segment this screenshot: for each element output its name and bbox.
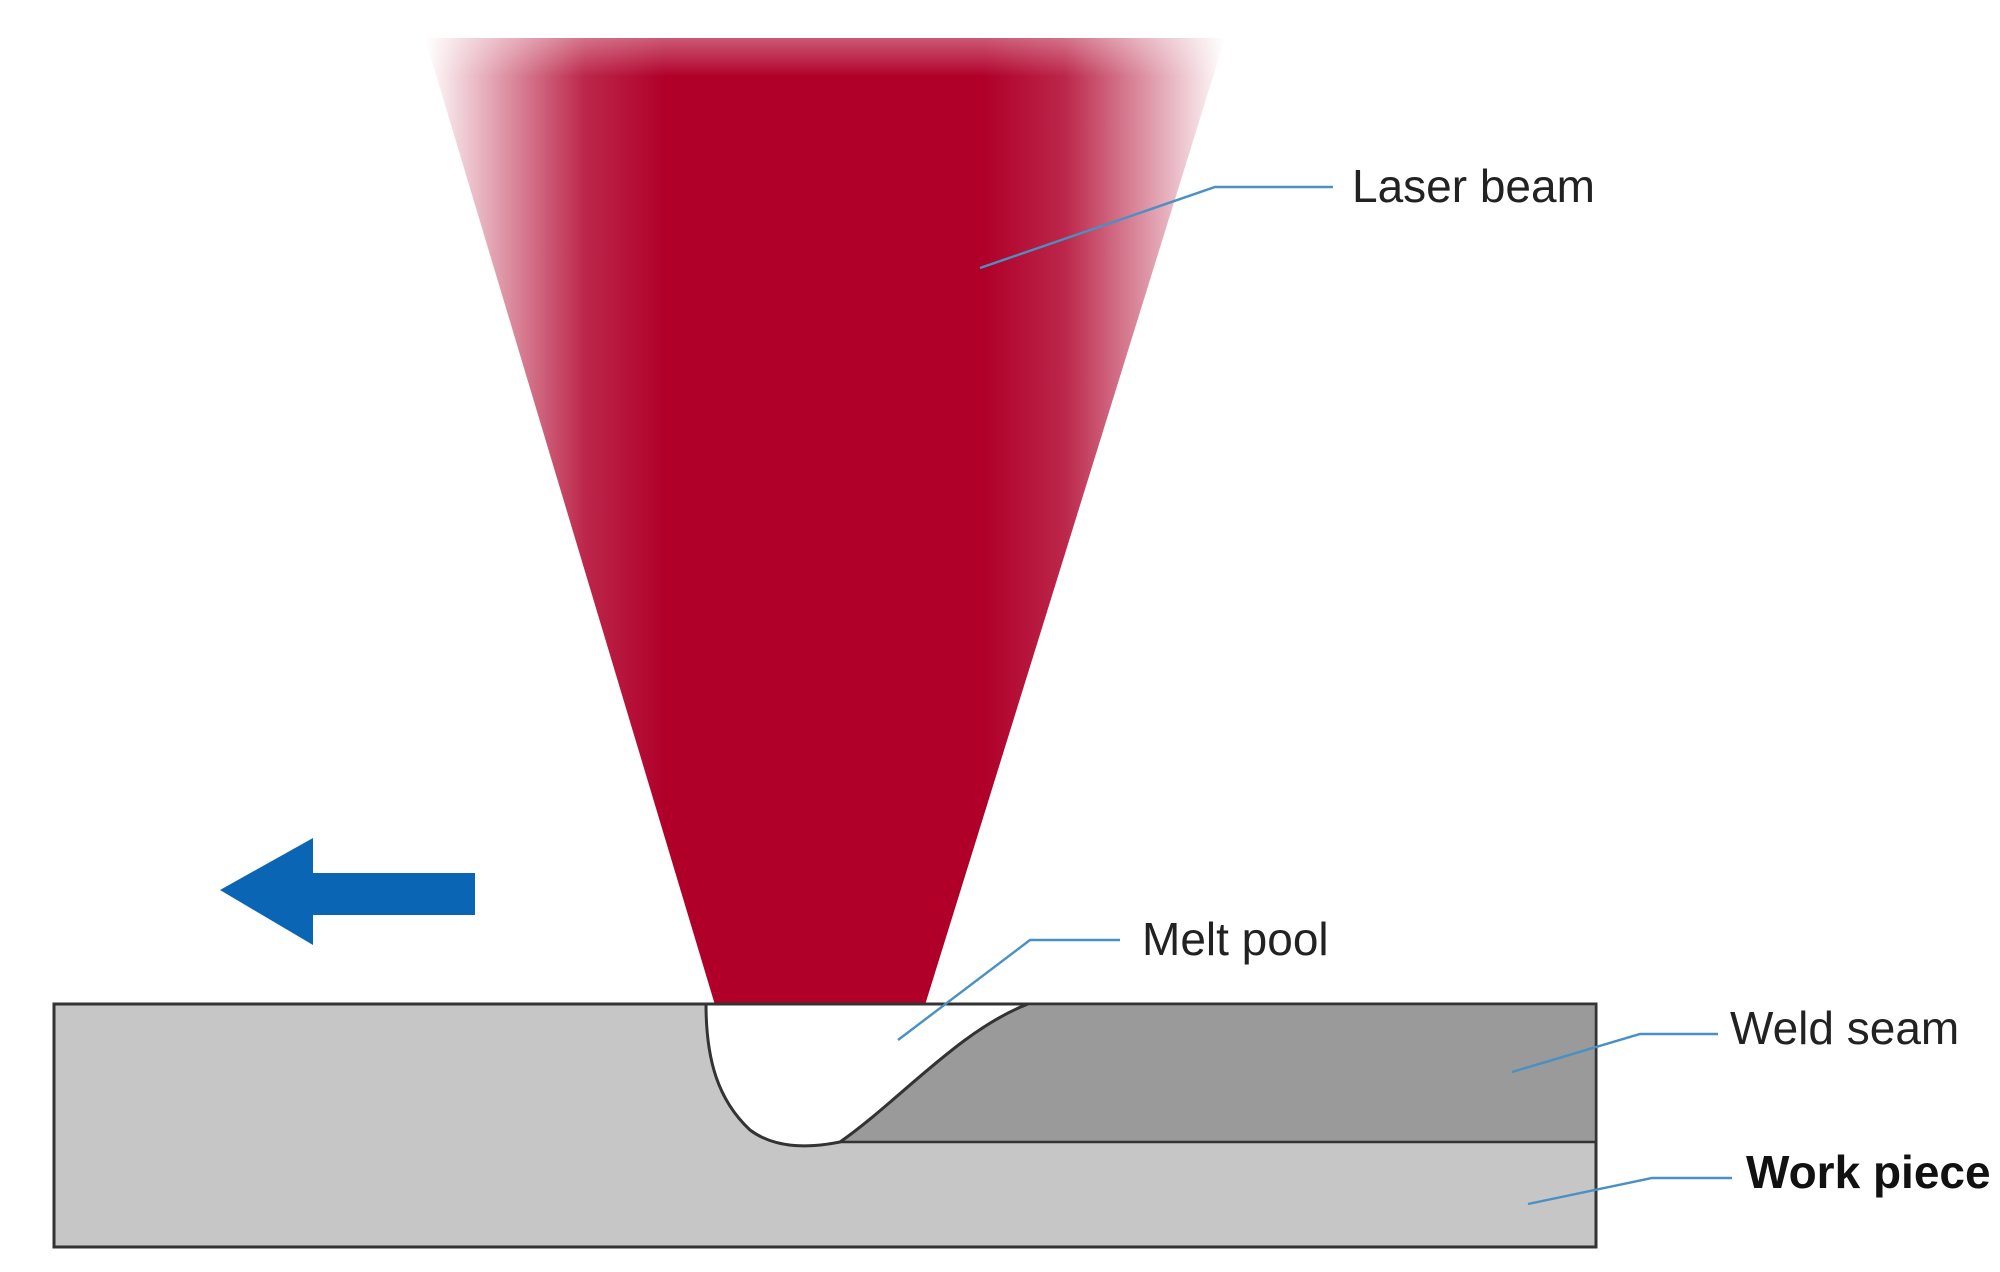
weld-seam-leader: [1511, 1032, 1718, 1074]
left-arrow-icon: [220, 838, 475, 945]
melt-pool: [704, 1002, 1029, 1148]
laser-beam-leader: [979, 185, 1333, 270]
weld-seam-label: Weld seam: [1730, 1002, 1959, 1054]
work-piece-leader: [1527, 1176, 1732, 1206]
direction-arrow: [220, 838, 475, 945]
leader-lines: [897, 185, 1732, 1206]
laser-beam-label: Laser beam: [1352, 160, 1595, 212]
melt-pool-region: [704, 1002, 1029, 1148]
laser-beam: [425, 38, 1225, 1005]
work-piece-label: Work piece: [1746, 1146, 1991, 1198]
melt-pool-leader: [897, 938, 1120, 1041]
melt-pool-label: Melt pool: [1142, 913, 1329, 965]
